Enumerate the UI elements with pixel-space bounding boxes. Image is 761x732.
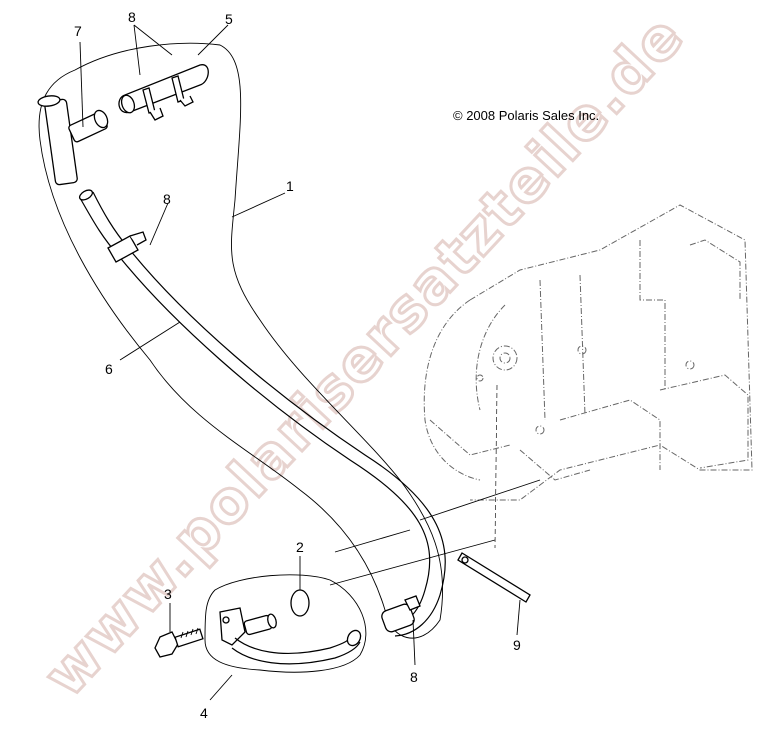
copyright-text: © 2008 Polaris Sales Inc. bbox=[453, 108, 599, 123]
callout-4: 4 bbox=[200, 705, 208, 721]
callout-5: 5 bbox=[225, 11, 233, 27]
callout-8-top: 8 bbox=[128, 9, 136, 25]
rail-line-upper bbox=[419, 479, 541, 521]
t-fitting bbox=[37, 95, 109, 186]
callout-9: 9 bbox=[513, 637, 521, 653]
leader-lines bbox=[79, 24, 521, 701]
part-4-outline bbox=[204, 574, 367, 673]
clamp-bottom bbox=[381, 595, 421, 633]
callout-6: 6 bbox=[105, 361, 113, 377]
callout-8-bottom: 8 bbox=[410, 669, 418, 685]
clamp-mid bbox=[107, 231, 147, 263]
engine-block bbox=[423, 204, 753, 501]
callout-2: 2 bbox=[296, 539, 304, 555]
callout-7: 7 bbox=[74, 23, 82, 39]
hose-assembly-outline bbox=[38, 42, 444, 639]
grommet-2 bbox=[290, 589, 310, 617]
rail-line-mid bbox=[334, 529, 411, 553]
callout-3: 3 bbox=[164, 586, 172, 602]
connector-5 bbox=[118, 64, 209, 121]
callout-1: 1 bbox=[286, 178, 294, 194]
strap-9 bbox=[457, 384, 531, 603]
callout-8-mid: 8 bbox=[163, 191, 171, 207]
bolt-3 bbox=[154, 627, 204, 658]
rail-line-lower bbox=[329, 539, 496, 586]
pipe-4 bbox=[219, 607, 362, 665]
